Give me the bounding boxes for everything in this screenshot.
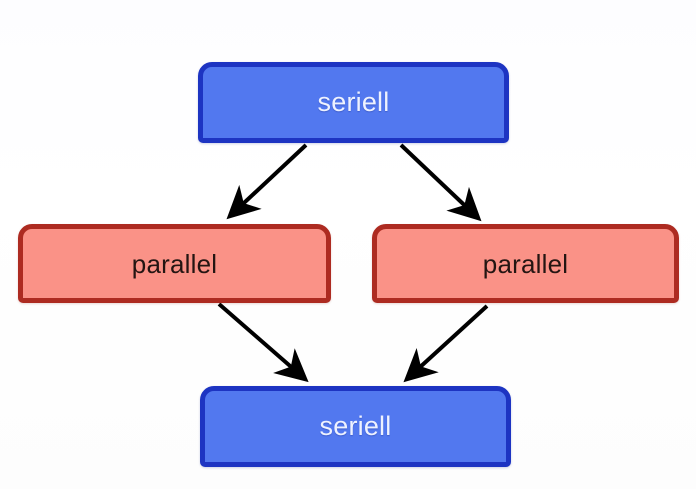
edge-serial-top-to-parallel-left xyxy=(226,143,308,220)
node-serial-bottom-label: seriell xyxy=(319,411,392,441)
node-serial-top-label: seriell xyxy=(317,87,390,117)
edge-parallel-left-to-serial-bottom xyxy=(217,302,309,383)
node-parallel-left[interactable]: parallel xyxy=(18,224,331,303)
node-serial-bottom[interactable]: seriell xyxy=(200,386,511,467)
node-parallel-right[interactable]: parallel xyxy=(372,224,679,303)
node-parallel-right-label: parallel xyxy=(482,248,569,279)
edge-serial-top-to-parallel-right xyxy=(399,143,482,222)
node-parallel-left-label: parallel xyxy=(131,248,218,279)
edge-parallel-right-to-serial-bottom xyxy=(403,304,489,383)
node-serial-top[interactable]: seriell xyxy=(198,62,509,143)
